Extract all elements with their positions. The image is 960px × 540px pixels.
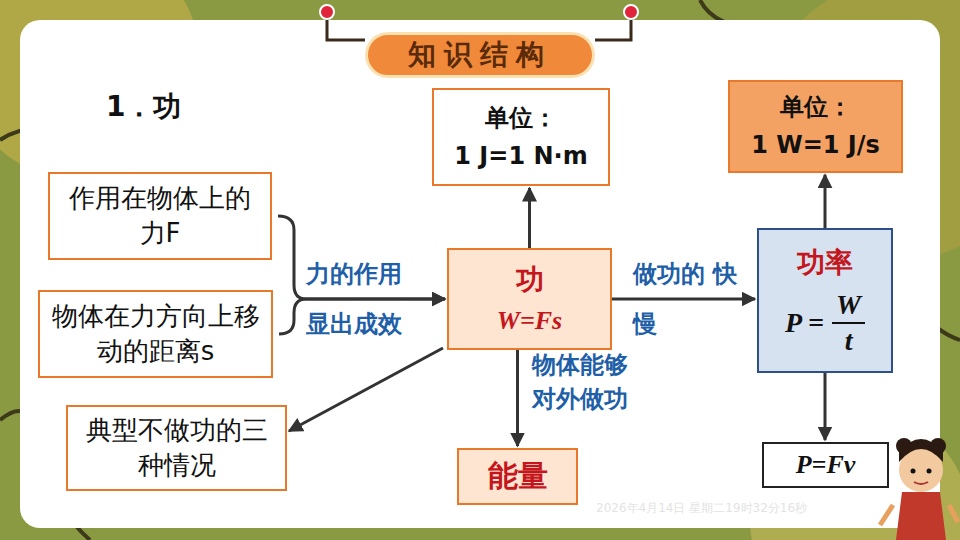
fraction-numerator: W <box>832 288 865 324</box>
unit-box: 单位：1 W=1 J/s <box>728 80 903 173</box>
title-text: 知识结构 <box>408 36 552 74</box>
connector-arrow <box>289 348 443 431</box>
banner-dot <box>624 5 638 19</box>
cartoon-figure <box>880 438 958 540</box>
connector-arrow <box>516 350 519 446</box>
concept-box: 功率 P =Wt <box>757 228 893 373</box>
box-text: 能量 <box>488 456 548 497</box>
box-text: 功 <box>516 259 544 301</box>
formula-text: P = <box>785 307 824 339</box>
connector-arrow <box>824 175 827 228</box>
watermark: 2026年4月14日 星期二19时32分16秒 <box>596 500 807 517</box>
edge-label: 物体能够 对外做功 <box>532 348 642 416</box>
box-text: 1 J=1 N·m <box>454 137 587 175</box>
box-text: 典型不做功的三种情况 <box>78 413 275 483</box>
connector-arrow <box>824 373 827 440</box>
box-text: W=Fs <box>497 301 562 340</box>
banner-dot <box>320 5 334 19</box>
box-text: 单位： <box>485 99 557 137</box>
formula-row: P =Wt <box>785 288 865 357</box>
box-text: 物体在力方向上移动的距离s <box>50 299 261 369</box>
fraction-denominator: t <box>845 324 853 358</box>
edge-label: 做功的 快慢 <box>633 249 743 349</box>
input-box: 物体在力方向上移动的距离s <box>38 290 273 378</box>
box-heading: 功率 <box>797 244 853 282</box>
formula-box: P=Fv <box>762 442 889 488</box>
box-text: 单位： <box>780 88 852 126</box>
box-text: 1 W=1 J/s <box>751 126 880 164</box>
box-text: P=Fv <box>796 450 856 480</box>
connector-arrow <box>528 188 531 248</box>
edge-label: 力的作用 显出成效 <box>306 249 416 349</box>
unit-box: 单位：1 J=1 N·m <box>432 88 610 186</box>
concept-box: 能量 <box>457 448 578 505</box>
section-label: 1．功 <box>106 88 181 126</box>
title-banner: 知识结构 <box>365 32 595 78</box>
concept-box: 功W=Fs <box>447 248 612 350</box>
connector-arrow <box>612 298 755 301</box>
fraction: Wt <box>832 288 865 357</box>
white-panel <box>20 20 940 528</box>
note-box: 典型不做功的三种情况 <box>66 405 287 491</box>
input-box: 作用在物体上的力F <box>48 172 272 260</box>
box-text: 作用在物体上的力F <box>60 181 260 251</box>
